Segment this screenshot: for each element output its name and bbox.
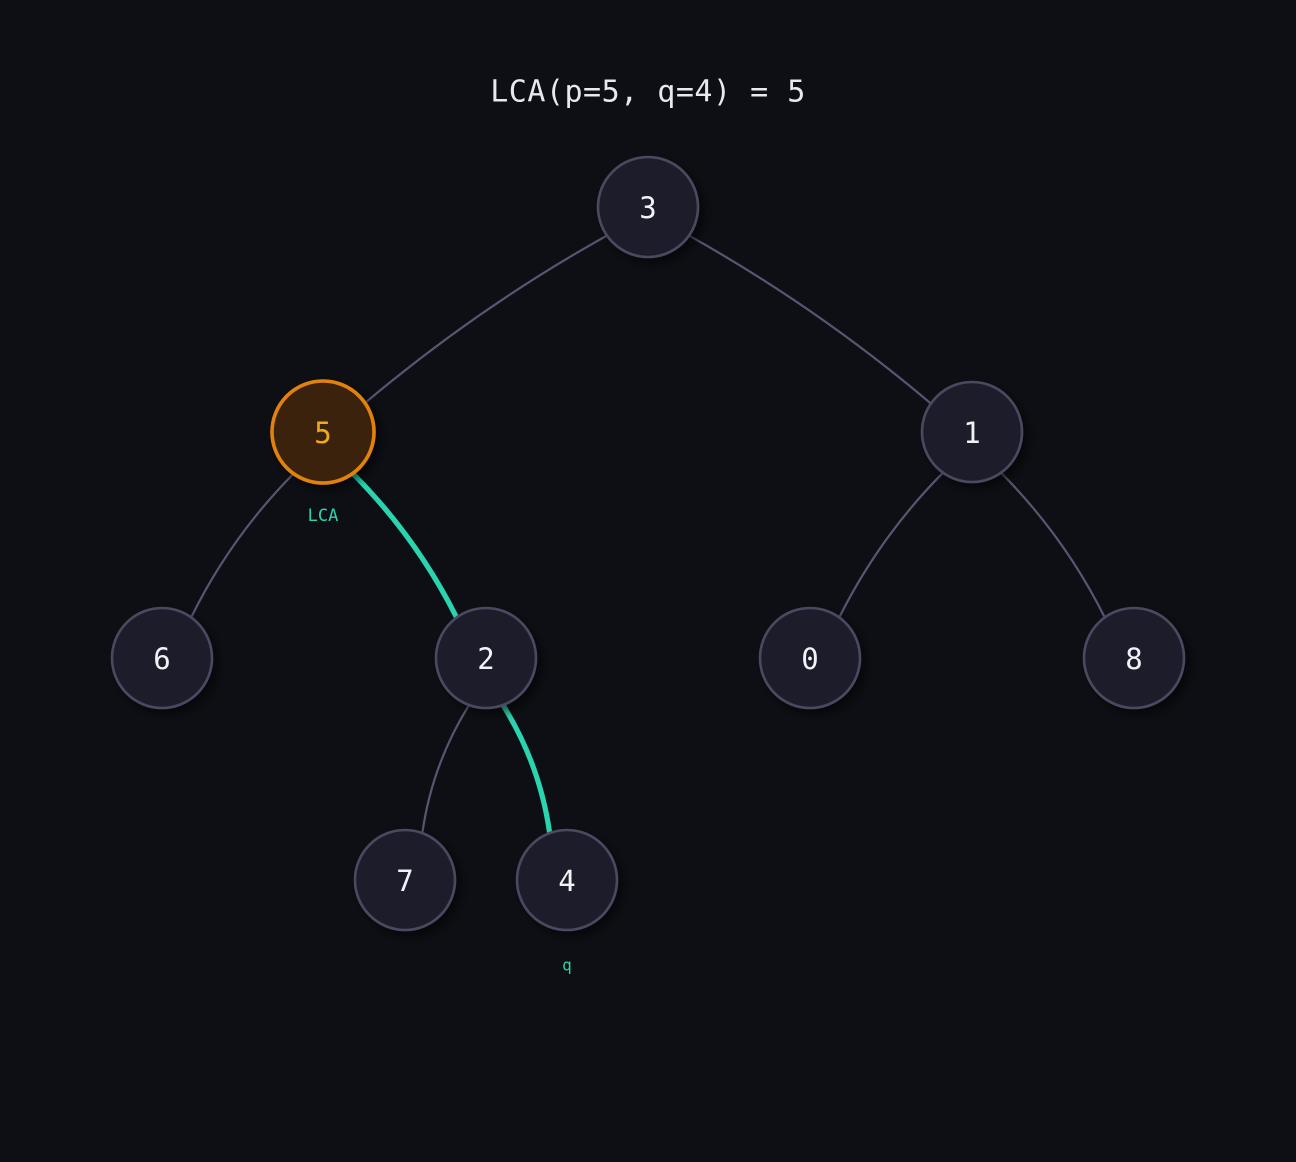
tree-edge bbox=[688, 234, 932, 405]
node-circle[interactable] bbox=[758, 606, 862, 710]
tree-node[interactable]: 4 bbox=[515, 828, 619, 932]
tree-edge-highlighted bbox=[350, 471, 459, 620]
node-label: 5 bbox=[314, 416, 331, 450]
node-circle[interactable] bbox=[434, 606, 538, 710]
node-label: 6 bbox=[153, 642, 170, 676]
annotations-layer: LCA q bbox=[308, 506, 572, 975]
tree-node[interactable]: 5 bbox=[270, 379, 376, 485]
tree-edge bbox=[421, 704, 470, 834]
node-label: 8 bbox=[1125, 642, 1142, 676]
node-label: 0 bbox=[801, 642, 818, 676]
edges-layer bbox=[190, 234, 1106, 835]
tree-edge bbox=[838, 472, 944, 618]
node-label: 1 bbox=[963, 416, 980, 450]
tree-node[interactable]: 8 bbox=[1082, 606, 1186, 710]
node-label: 7 bbox=[396, 864, 413, 898]
node-circle[interactable] bbox=[515, 828, 619, 932]
tree-edge-highlighted bbox=[500, 703, 553, 835]
tree-node[interactable]: 3 bbox=[596, 155, 700, 259]
node-label: 2 bbox=[477, 642, 494, 676]
node-circle-lca[interactable] bbox=[270, 379, 376, 485]
tree-edge bbox=[364, 234, 608, 404]
tag-q: q bbox=[562, 956, 572, 975]
node-label: 4 bbox=[558, 864, 575, 898]
node-circle[interactable] bbox=[920, 380, 1024, 484]
node-circle[interactable] bbox=[353, 828, 457, 932]
tree-node[interactable]: 2 bbox=[434, 606, 538, 710]
tree-node[interactable]: 6 bbox=[110, 606, 214, 710]
page-title: LCA(p=5, q=4) = 5 bbox=[490, 75, 806, 110]
node-circle[interactable] bbox=[110, 606, 214, 710]
node-label: 3 bbox=[639, 191, 656, 225]
tag-lca: LCA bbox=[308, 506, 339, 526]
nodes-layer: 3 5 1 6 2 0 8 7 4 bbox=[110, 155, 1186, 932]
node-circle[interactable] bbox=[596, 155, 700, 259]
tree-edge bbox=[1000, 472, 1106, 618]
tree-node[interactable]: 7 bbox=[353, 828, 457, 932]
tree-edge bbox=[190, 473, 294, 618]
tree-node[interactable]: 1 bbox=[920, 380, 1024, 484]
tree-node[interactable]: 0 bbox=[758, 606, 862, 710]
node-circle[interactable] bbox=[1082, 606, 1186, 710]
